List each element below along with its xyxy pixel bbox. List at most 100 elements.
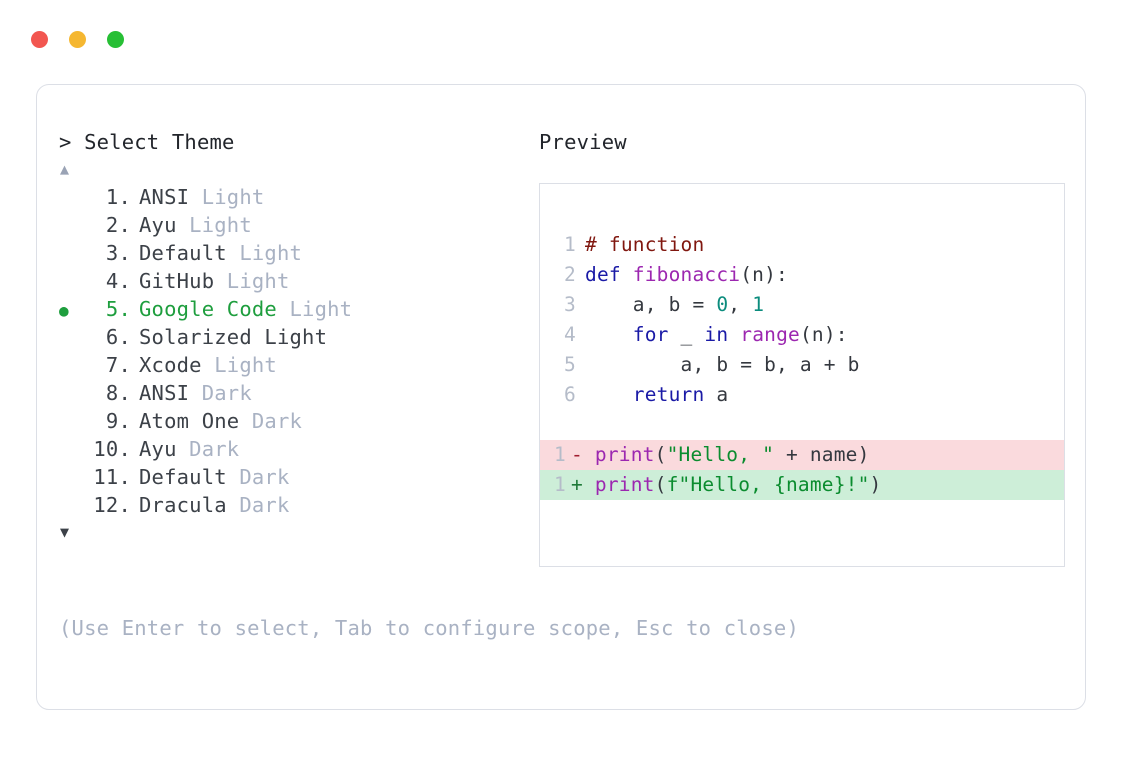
code-token: print	[594, 473, 655, 496]
code-diff-line: 1- print("Hello, " + name)	[540, 440, 1064, 470]
theme-item-variant: Light	[201, 353, 277, 377]
close-window-icon[interactable]	[31, 31, 48, 48]
minimize-window-icon[interactable]	[69, 31, 86, 48]
diff-sign: +	[571, 473, 583, 496]
theme-item-variant: Light	[176, 213, 252, 237]
theme-item-number: 10.	[93, 437, 131, 461]
code-line: 2 def fibonacci(n):	[540, 260, 1064, 290]
theme-item-name: Default	[139, 465, 227, 489]
code-line: 4 for _ in range(n):	[540, 320, 1064, 350]
code-token: 0	[716, 293, 729, 316]
theme-item-number: 3.	[105, 241, 131, 265]
theme-list-item[interactable]: 4. GitHub Light	[59, 267, 529, 295]
code-line: 5 a, b = b, a + b	[540, 350, 1064, 380]
line-number: 4	[564, 323, 576, 346]
line-number: 5	[564, 353, 576, 376]
theme-item-variant: Light	[214, 269, 290, 293]
line-number: 3	[564, 293, 576, 316]
theme-list-item[interactable]: 6. Solarized Light	[59, 323, 529, 351]
code-token: (n):	[740, 263, 788, 286]
code-token	[583, 443, 595, 466]
theme-list-item[interactable]: 3. Default Light	[59, 239, 529, 267]
keyboard-hint: (Use Enter to select, Tab to configure s…	[59, 616, 799, 640]
code-token: a	[704, 383, 729, 406]
theme-item-variant: Light	[251, 325, 328, 349]
theme-item-name: Default	[139, 241, 227, 265]
theme-list-item[interactable]: 1.ANSI Light	[59, 183, 529, 211]
theme-item-variant: Light	[189, 185, 265, 209]
theme-item-name: Ayu	[139, 437, 177, 461]
page-title-text: Select Theme	[84, 130, 235, 154]
theme-list-item[interactable]: ● 5. Google Code Light	[59, 295, 529, 323]
theme-list-item[interactable]: 9.Atom One Dark	[59, 407, 529, 435]
theme-item-name: Xcode	[139, 353, 202, 377]
theme-item-number: 7.	[105, 353, 131, 377]
theme-item-name: Google Code	[139, 297, 277, 321]
theme-item-name: Ayu	[139, 213, 177, 237]
theme-item-name: GitHub	[139, 269, 215, 293]
selected-bullet-icon: ●	[59, 301, 69, 320]
theme-item-number: 9.	[105, 409, 131, 433]
theme-item-variant: Dark	[226, 493, 290, 517]
theme-item-number: 4.	[105, 269, 131, 293]
line-number: 1	[554, 443, 566, 466]
code-diff-line: 1+ print(f"Hello, {name}!")	[540, 470, 1064, 500]
code-token: a, b = b, a + b	[585, 353, 860, 376]
code-token: range	[740, 323, 800, 346]
code-token: ,	[728, 293, 753, 316]
theme-list-item[interactable]: 8. ANSI Dark	[59, 379, 529, 407]
code-token: 1	[752, 293, 765, 316]
line-number: 6	[564, 383, 576, 406]
theme-item-variant: Dark	[176, 437, 240, 461]
preview-label: Preview	[539, 130, 627, 154]
code-token: fibonacci	[632, 263, 741, 286]
theme-list-item[interactable]: 7. Xcode Light	[59, 351, 529, 379]
theme-item-number: 12.	[93, 493, 131, 517]
theme-item-number: 1.	[105, 185, 131, 209]
code-token: (	[654, 443, 667, 466]
theme-list-item[interactable]: 11. Default Dark	[59, 463, 529, 491]
theme-item-variant: Light	[226, 241, 303, 265]
code-token: _	[668, 323, 705, 346]
theme-item-name: ANSI	[139, 381, 190, 405]
code-token: + name)	[774, 443, 870, 466]
theme-item-variant: Light	[276, 297, 353, 321]
theme-item-variant: Dark	[189, 381, 252, 405]
page-title: > Select Theme	[59, 129, 529, 156]
scroll-up-icon[interactable]: ▲	[60, 160, 70, 178]
code-token: (	[654, 473, 667, 496]
code-token: def	[585, 263, 633, 286]
code-token: )	[869, 473, 882, 496]
prompt-symbol: >	[59, 130, 72, 154]
code-token: "Hello, "	[666, 443, 775, 466]
diff-sign: -	[571, 443, 583, 466]
scroll-down-icon[interactable]: ▼	[60, 523, 70, 541]
code-token: return	[632, 383, 705, 406]
code-token: in	[704, 323, 729, 346]
theme-item-number: 6.	[105, 325, 131, 349]
line-number: 2	[564, 263, 576, 286]
theme-item-number: 8.	[105, 381, 131, 405]
code-token: f"Hello, {name}!"	[666, 473, 870, 496]
theme-item-name: Solarized	[139, 325, 252, 349]
code-token: a, b =	[585, 293, 717, 316]
code-token	[585, 323, 633, 346]
theme-list-item[interactable]: 2.Ayu Light	[59, 211, 529, 239]
theme-list-item[interactable]: 12. Dracula Dark	[59, 491, 529, 519]
theme-item-name: Dracula	[139, 493, 227, 517]
theme-item-number: 11.	[93, 465, 131, 489]
code-token: (n):	[799, 323, 848, 346]
theme-item-name: Atom One	[139, 409, 240, 433]
line-number: 1	[564, 233, 576, 256]
window-traffic-lights	[31, 31, 124, 48]
theme-item-variant: Dark	[226, 465, 290, 489]
code-line: 6 return a	[540, 380, 1064, 410]
maximize-window-icon[interactable]	[107, 31, 124, 48]
theme-list-item[interactable]: 10. Ayu Dark	[59, 435, 529, 463]
theme-item-number: 5.	[105, 297, 131, 321]
